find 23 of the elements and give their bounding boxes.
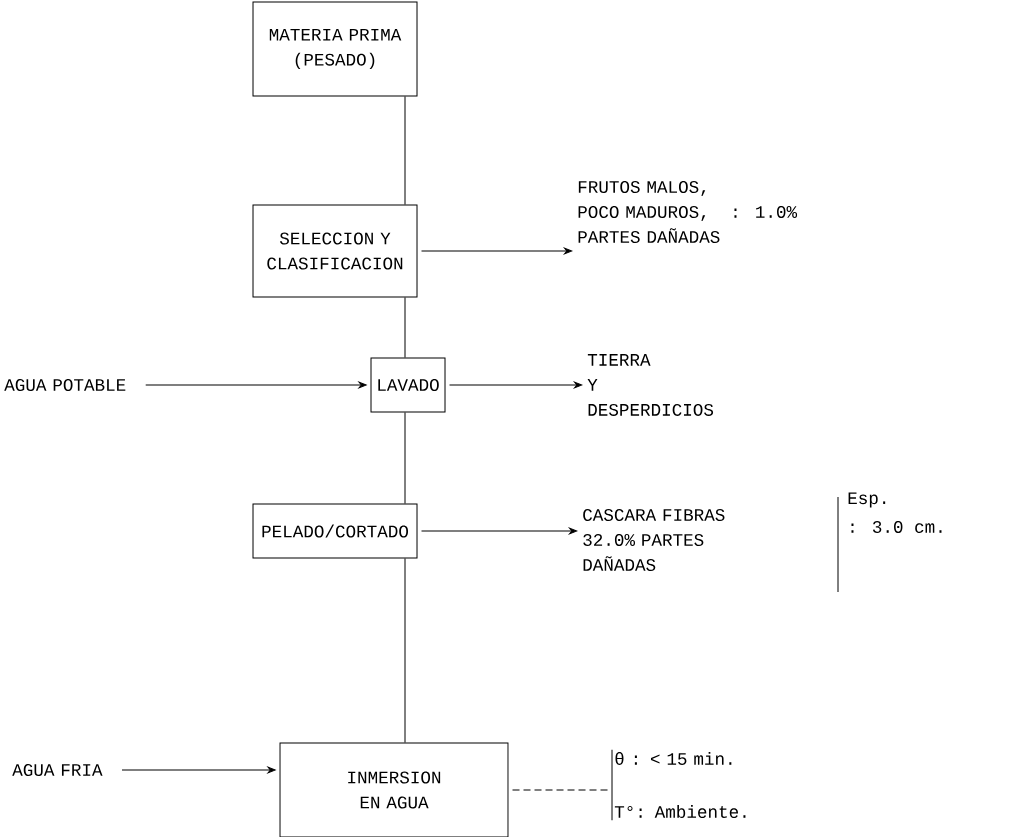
arrow <box>145 381 367 389</box>
note-text: : 3.0 cm. <box>851 521 942 533</box>
connector-line <box>404 558 406 743</box>
flow-text: AGUA POTABLE <box>4 379 126 391</box>
flow-text: FRUTOS MALOS, POCO MADUROS, PARTES DAÑADAS <box>578 181 720 243</box>
process-box: INMERSION EN AGUA <box>279 742 509 837</box>
flow-text: TIERRA Y DESPERDICIOS <box>587 354 714 416</box>
connector-line <box>404 412 406 504</box>
flow-text: CASCARA FIBRAS 32.0% PARTES DAÑADAS <box>583 509 725 571</box>
process-box: PELADO/CORTADO <box>252 503 418 559</box>
process-box: MATERIA PRIMA (PESADO) <box>252 1 418 97</box>
arrow <box>421 247 573 255</box>
condition-note: θ : < 15 min. T°: Ambiente. <box>611 749 746 821</box>
process-box: LAVADO <box>370 357 446 413</box>
process-box: SELECCION Y CLASIFICACION <box>252 204 418 298</box>
note-text: Esp. <box>848 492 886 508</box>
connector-line <box>404 96 406 205</box>
side-text: : 1.0% <box>734 206 798 218</box>
arrow <box>421 527 578 535</box>
flow-text: AGUA FRIA <box>12 764 103 776</box>
arrow <box>449 381 583 389</box>
connector-line <box>404 297 406 358</box>
arrow <box>121 766 276 774</box>
